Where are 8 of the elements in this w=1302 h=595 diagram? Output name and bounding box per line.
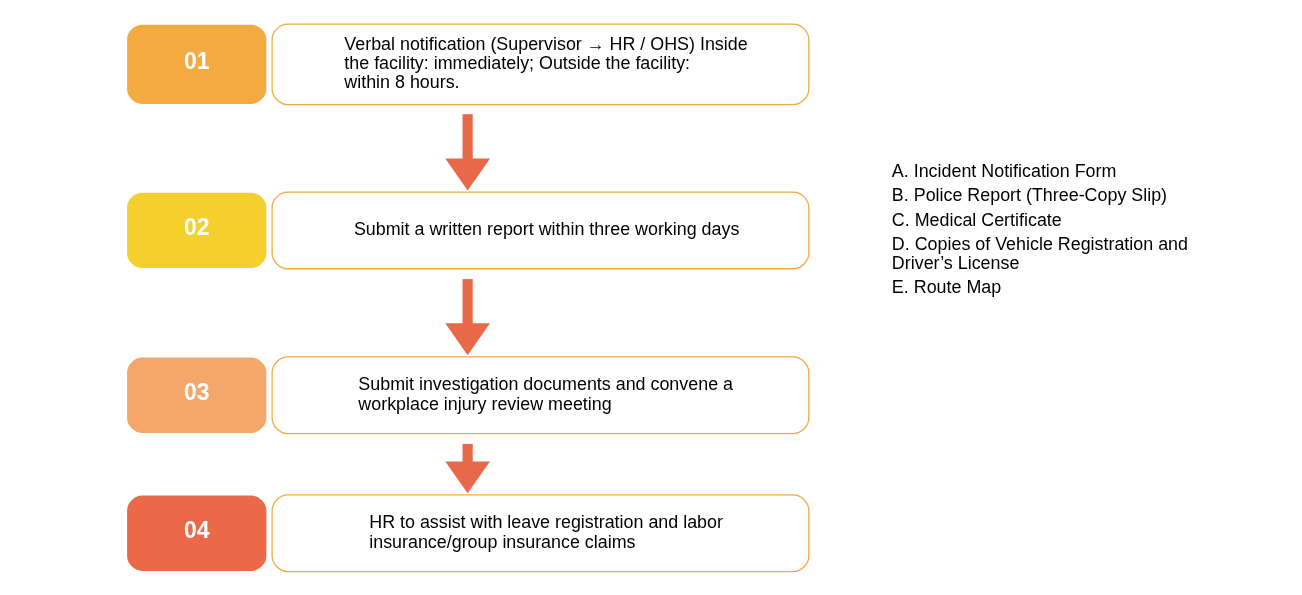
arrow — [445, 279, 490, 356]
label: E. Route Map — [891, 277, 1002, 298]
arrow — [445, 114, 490, 191]
label: A. Incident Notification Form — [891, 161, 1117, 181]
label: D. Copies of Vehicle Registration and Driver’s License — [891, 233, 1188, 273]
label: C. Medical Certificate — [891, 209, 1062, 230]
label: B. Police Report (Three-Copy Slip) — [891, 185, 1168, 206]
arrow — [445, 443, 490, 494]
